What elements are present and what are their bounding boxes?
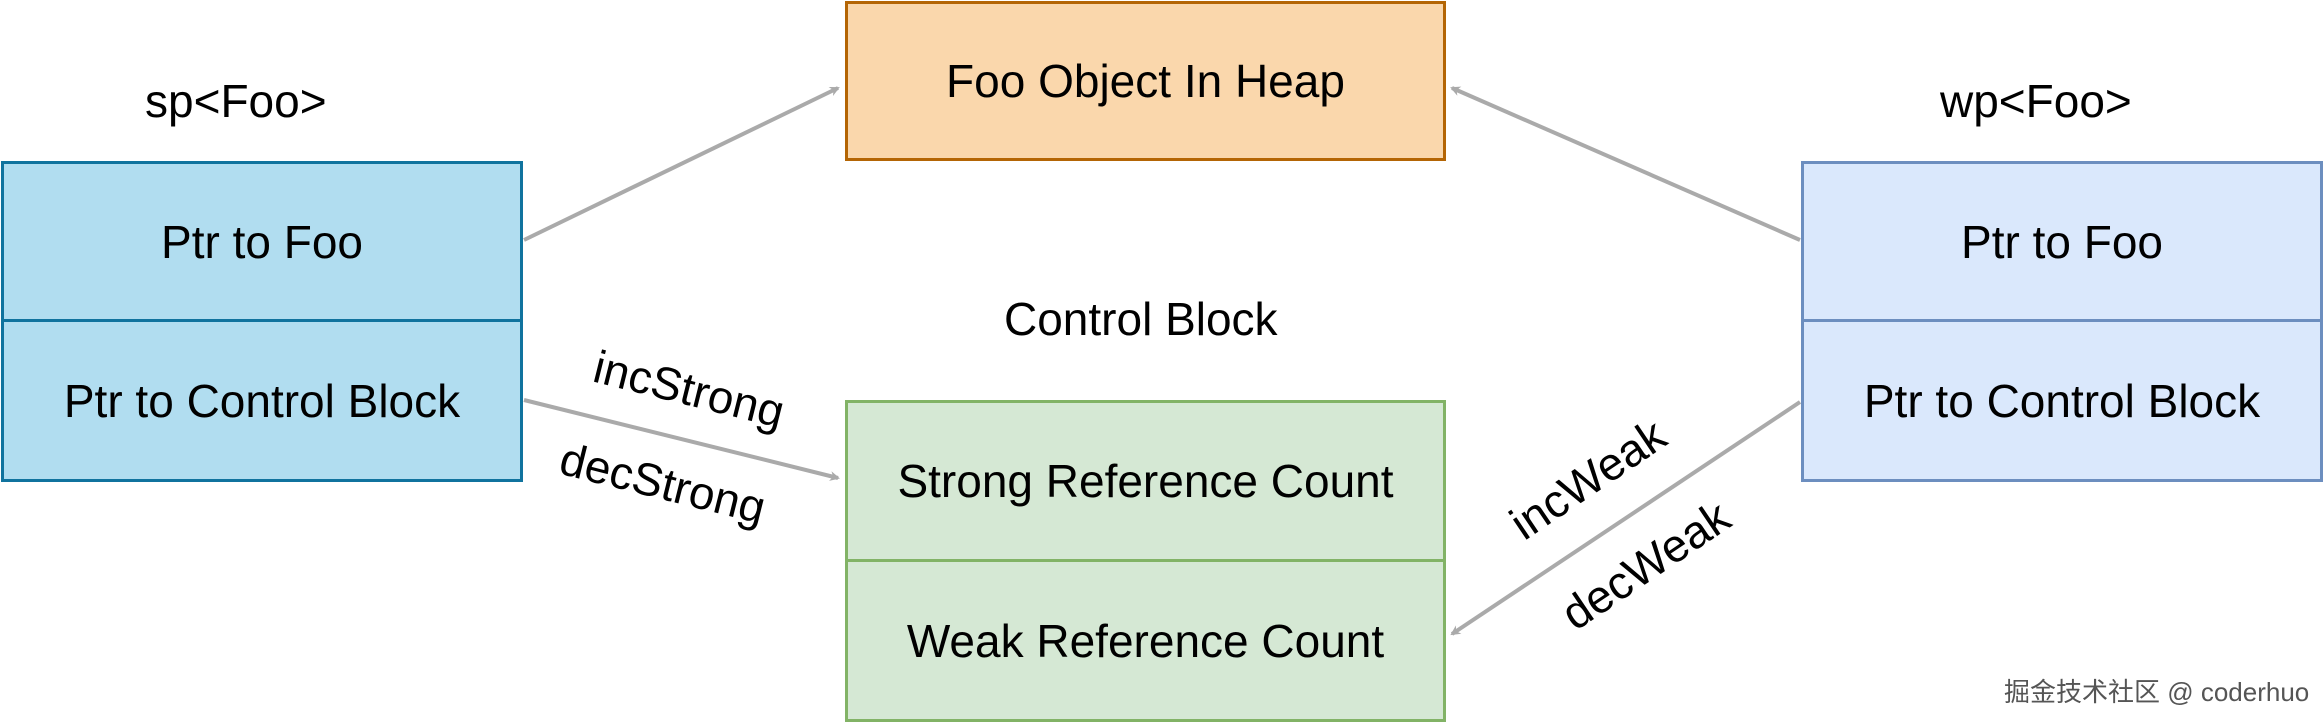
sp-ptr-to-foo-label: Ptr to Foo (161, 215, 363, 268)
strong-reference-count-label: Strong Reference Count (897, 455, 1394, 507)
sp-ptr-to-foo: Ptr to Foo (1, 161, 523, 322)
wp-ptr-to-foo: Ptr to Foo (1801, 161, 2323, 322)
wp-ptr-to-control-block-label: Ptr to Control Block (1863, 374, 2261, 427)
heap-object-label: Foo Object In Heap (946, 55, 1345, 107)
sp-title: sp<Foo> (145, 75, 327, 127)
watermark: 掘金技术社区 @ coderhuo (2004, 677, 2310, 707)
arrow-sp-to-heap (523, 86, 840, 242)
arrow-sp-to-strong-count (523, 398, 840, 481)
wp-ptr-to-foo-label: Ptr to Foo (1961, 215, 2163, 268)
wp-title: wp<Foo> (1940, 75, 2132, 127)
control-block-title: Control Block (1004, 293, 1278, 345)
wp-ptr-to-control-block: Ptr to Control Block (1801, 319, 2323, 482)
strong-reference-count-box: Strong Reference Count (845, 400, 1446, 562)
sp-ptr-to-control-block-label: Ptr to Control Block (63, 374, 461, 427)
heap-object-box: Foo Object In Heap (845, 1, 1446, 161)
arrow-wp-to-heap (1450, 86, 1801, 242)
weak-reference-count-box: Weak Reference Count (845, 559, 1446, 722)
arrow-wp-to-weak-count (1450, 400, 1802, 636)
weak-reference-count-label: Weak Reference Count (906, 614, 1385, 667)
sp-ptr-to-control-block: Ptr to Control Block (1, 319, 523, 482)
